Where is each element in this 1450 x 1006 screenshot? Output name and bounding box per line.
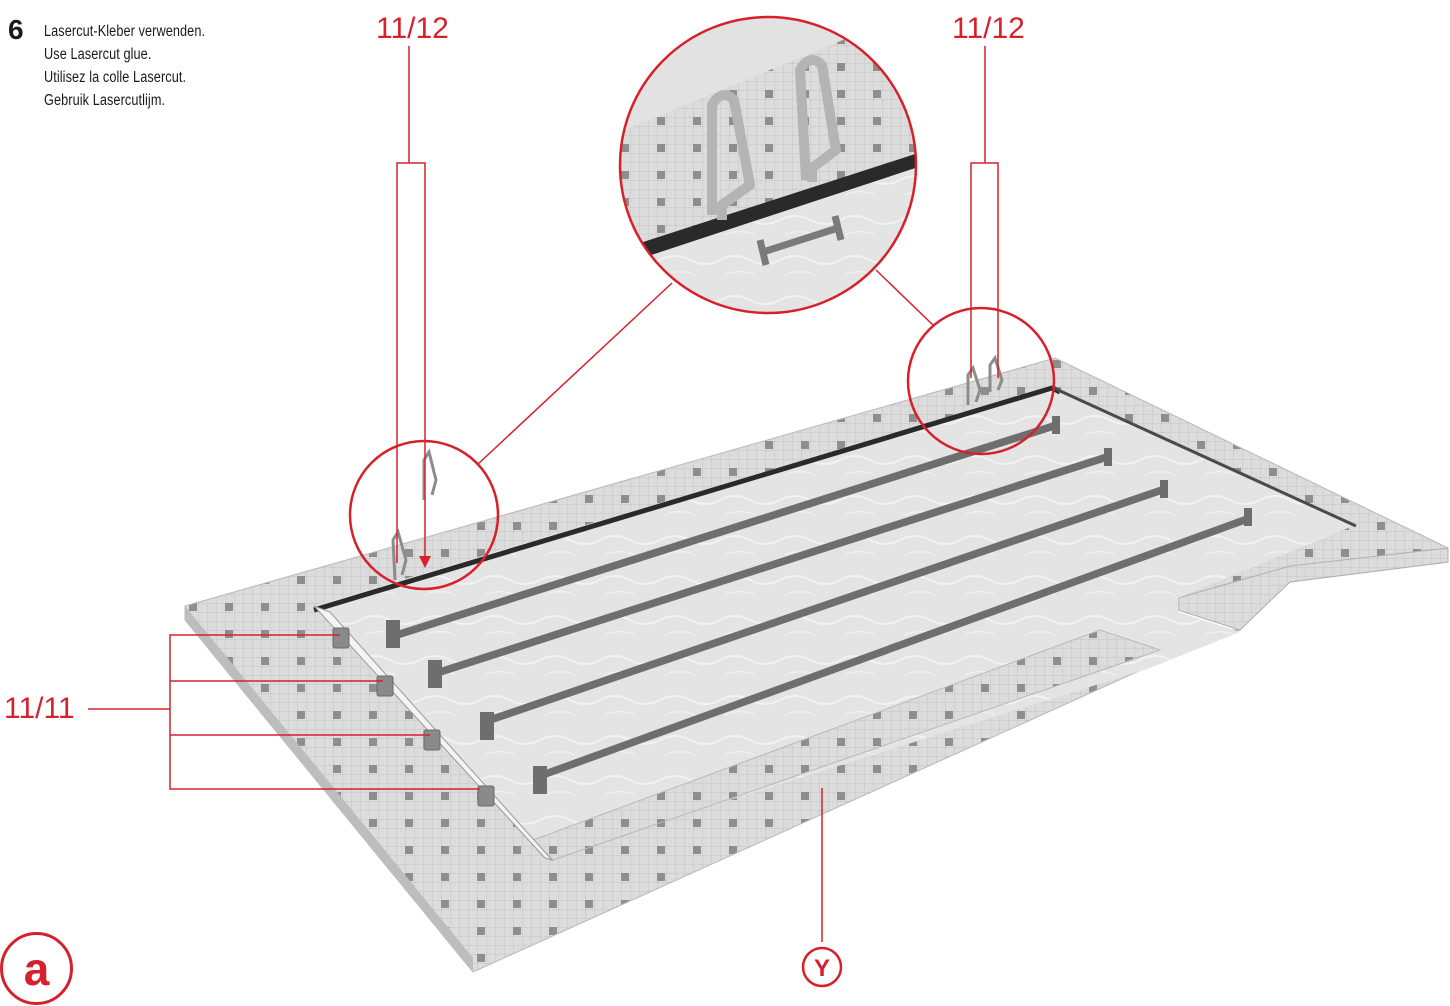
step-number: 6	[8, 14, 24, 45]
instruction-german: Lasercut-Kleber verwenden.	[44, 23, 206, 40]
lane-markings	[386, 416, 1252, 794]
pool-water	[314, 386, 1353, 858]
zoom-ladder-1	[707, 90, 755, 220]
step-instructions: Lasercut-Kleber verwenden. Use Lasercut …	[44, 20, 205, 112]
instruction-dutch: Gebruik Lasercutlijm.	[44, 92, 166, 109]
zoom-ladders	[707, 55, 841, 220]
callout-y-circle	[801, 946, 843, 988]
zoom-lane-t	[756, 215, 845, 266]
ladder-right-b	[988, 354, 1004, 392]
zoom-ladder-2	[795, 55, 841, 182]
zoom-detail	[620, 17, 916, 313]
pool-ladders	[391, 354, 1004, 581]
connector-right	[875, 269, 935, 327]
zoom-tile-deck	[620, 17, 916, 260]
starting-blocks	[332, 627, 495, 807]
lane-end-2	[1104, 448, 1112, 466]
callout-lines-blocks	[88, 634, 480, 790]
callout-lines-left	[396, 46, 426, 563]
magnifier-left	[348, 439, 500, 591]
starting-block-2	[376, 675, 394, 697]
ladder-left-falling	[422, 448, 438, 500]
starting-block-1	[332, 627, 350, 649]
lane-line-3	[490, 485, 1165, 724]
lane-cap-2	[428, 660, 442, 688]
lane-line-4	[540, 514, 1250, 780]
ladder-left-installed	[391, 528, 408, 581]
lane-line-1	[400, 420, 1060, 638]
instruction-french: Utilisez la colle Lasercut.	[44, 69, 187, 86]
zoom-circle	[618, 15, 918, 315]
callout-lines-right	[970, 46, 999, 378]
starting-block-3	[423, 729, 441, 751]
connector-left	[476, 282, 673, 466]
starting-block-4	[477, 785, 495, 807]
lane-cap-3	[480, 712, 494, 740]
zoom-dark-edge	[620, 146, 916, 272]
callout-ladder-right: 11/12	[952, 12, 1025, 45]
magnifier-right	[906, 306, 1056, 456]
lane-end-1	[1052, 416, 1060, 434]
callout-y-label: Y	[814, 955, 830, 982]
lane-cap-4	[533, 766, 547, 794]
lane-end-3	[1160, 480, 1168, 498]
arrowhead-left	[419, 556, 431, 568]
callout-ladder-left: 11/12	[376, 12, 449, 45]
ladder-right-a	[966, 364, 982, 405]
callout-blocks: 11/11	[4, 692, 75, 725]
lane-cap-1	[386, 620, 400, 648]
lane-line-2	[440, 452, 1110, 676]
panel-label-circle: a	[0, 932, 73, 1005]
instruction-english: Use Lasercut glue.	[44, 46, 152, 63]
deck-step-right	[1177, 547, 1449, 631]
lane-end-4	[1244, 508, 1252, 526]
panel-label: a	[23, 942, 50, 995]
